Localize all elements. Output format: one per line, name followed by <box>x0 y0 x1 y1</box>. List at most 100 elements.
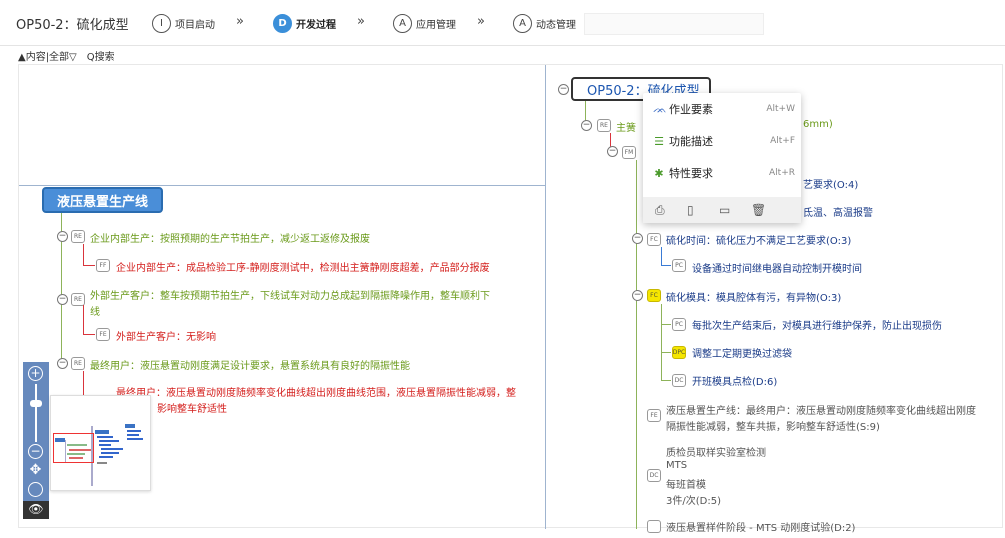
tree-line <box>83 244 84 266</box>
tree-node[interactable]: 质检员取样实验室检测 <box>666 448 766 459</box>
node-tag: FC <box>647 233 661 246</box>
minimap-preview <box>55 424 143 486</box>
tree-node-wrap: 线 <box>90 307 100 318</box>
root-node-left[interactable]: 液压悬置生产线 <box>42 187 163 213</box>
chevron-right-icon: » <box>357 14 365 29</box>
step-project-start[interactable]: I 项目启动 <box>152 12 215 34</box>
step-dynamic[interactable]: A 动态管理 <box>513 12 576 34</box>
context-menu: ᨏ 作业要素 Alt+W ☰ 功能描述 Alt+F ✱ 特性要求 Alt+R ⎙… <box>643 93 801 223</box>
content-filter-dropdown[interactable]: ▲内容|全部▽ <box>18 51 77 63</box>
tree-node[interactable]: 企业内部生产：按照预期的生产节拍生产，减少返工返修及报废 <box>90 234 370 245</box>
step-label: 项目启动 <box>175 19 215 31</box>
zoom-slider-track[interactable] <box>35 384 37 442</box>
node-tag: FM <box>622 146 636 159</box>
menu-item-label: 功能描述 <box>669 135 713 148</box>
node-tag: FF <box>96 259 110 272</box>
tree-line <box>661 304 662 380</box>
node-tag: RE <box>597 119 611 132</box>
tree-node[interactable]: 硫化模具：模具腔体有污，有异物(O:3) <box>666 293 842 304</box>
collapse-icon[interactable]: − <box>57 231 68 242</box>
header-input[interactable] <box>584 13 764 35</box>
tree-node[interactable]: 液压悬置生产线：最终用户：液压悬置动刚度随频率变化曲线超出刚度 <box>666 406 976 417</box>
collapse-icon[interactable]: − <box>57 294 68 305</box>
fit-view-icon[interactable] <box>28 482 43 497</box>
delete-icon[interactable]: 🗑 <box>751 203 767 217</box>
tree-node-wrap: 影响整车舒适性 <box>157 404 227 415</box>
tree-node-line: 3件/次(D:5) <box>666 496 721 507</box>
tree-node[interactable]: 最终用户：液压悬置动刚度满足设计要求，悬置系统具有良好的隔振性能 <box>90 361 410 372</box>
collapse-icon[interactable]: − <box>632 290 643 301</box>
list-icon: ☰ <box>654 134 664 148</box>
tree-node[interactable]: 艺要求(O:4) <box>803 180 859 191</box>
menu-item-characteristic[interactable]: ✱ 特性要求 Alt+R <box>643 159 801 187</box>
tree-line <box>661 247 662 266</box>
tree-node[interactable]: 每批次生产结束后，对模具进行维护保养，防止出现损伤 <box>692 321 942 332</box>
tree-line <box>661 352 671 353</box>
tree-node-line: 每班首模 <box>666 480 706 491</box>
move-icon[interactable]: ✥ <box>29 462 42 478</box>
page-title: OP50-2：硫化成型 <box>16 18 129 33</box>
menu-item-function-description[interactable]: ☰ 功能描述 Alt+F <box>643 127 801 155</box>
node-tag: FE <box>96 328 110 341</box>
menu-item-shortcut: Alt+W <box>766 104 795 114</box>
menu-item-work-element[interactable]: ᨏ 作业要素 Alt+W <box>643 95 801 123</box>
cut-icon[interactable]: ⎙ <box>655 202 665 217</box>
node-tag: FE <box>647 409 661 422</box>
minimap[interactable] <box>50 395 151 491</box>
node-tag: RE <box>71 230 85 243</box>
zoom-slider-handle[interactable] <box>30 400 42 407</box>
step-circle-icon: D <box>273 13 292 33</box>
tree-node[interactable]: 主簧 <box>616 123 636 134</box>
eye-icon[interactable]: 👁 <box>23 501 49 519</box>
collapse-icon[interactable]: − <box>581 120 592 131</box>
tree-line <box>661 265 671 266</box>
collapse-icon[interactable]: − <box>558 84 569 95</box>
zoom-out-icon[interactable]: − <box>28 444 43 459</box>
menu-item-shortcut: Alt+F <box>770 136 795 146</box>
tree-node[interactable]: 设备通过时间继电器自动控制开模时间 <box>692 264 862 275</box>
step-application[interactable]: A 应用管理 <box>393 12 456 34</box>
tree-node[interactable]: 调整工定期更换过滤袋 <box>692 349 792 360</box>
tree-node[interactable]: 最终用户：液压悬置动刚度随频率变化曲线超出刚度曲线范围，液压悬置隔振性能减弱，整 <box>116 388 516 399</box>
step-label: 应用管理 <box>416 19 456 31</box>
zoom-in-icon[interactable]: + <box>28 366 43 381</box>
node-tag: PC <box>672 259 686 272</box>
tree-node-line: MTS <box>666 460 688 471</box>
node-tag: DC <box>672 374 686 387</box>
hierarchy-icon: ᨏ <box>653 102 667 115</box>
tree-line <box>585 101 586 121</box>
tree-line <box>83 371 84 395</box>
step-development[interactable]: D 开发过程 <box>273 12 336 34</box>
copy-icon[interactable]: ▯ <box>687 203 694 217</box>
menu-item-label: 特性要求 <box>669 167 713 180</box>
mindmap-canvas[interactable]: 液压悬置生产线 − RE 企业内部生产：按照预期的生产节拍生产，减少返工返修及报… <box>18 64 1003 534</box>
search-button[interactable]: Q搜索 <box>86 51 115 63</box>
tree-line <box>636 160 637 529</box>
tree-node[interactable]: 开班模具点检(D:6) <box>692 377 778 388</box>
menu-item-shortcut: Alt+R <box>769 168 795 178</box>
tree-node[interactable]: 液压悬置样件阶段 - MTS 动刚度试验(D:2) <box>666 523 856 534</box>
node-tag: PC <box>672 318 686 331</box>
zoom-panel: + − ✥ <box>23 362 49 519</box>
node-tag: RE <box>71 293 85 306</box>
pane-divider <box>545 65 546 529</box>
connector-line <box>19 185 545 186</box>
chevron-right-icon: » <box>477 14 485 29</box>
tree-line <box>83 305 84 335</box>
tree-node[interactable]: 氐温、高温报警 <box>803 208 873 219</box>
tree-node[interactable]: 外部生产客户：无影响 <box>116 332 216 343</box>
asterisk-icon: ✱ <box>654 166 664 180</box>
node-tag: RE <box>71 357 85 370</box>
collapse-icon[interactable]: − <box>607 146 618 157</box>
step-label: 开发过程 <box>296 19 336 31</box>
tree-line <box>661 380 671 381</box>
paste-icon[interactable]: ▭ <box>719 203 731 217</box>
tree-node[interactable]: 企业内部生产：成品检验工序-静刚度测试中，检测出主簧静刚度超差，产品部分报废 <box>116 263 490 274</box>
collapse-icon[interactable]: − <box>57 358 68 369</box>
tree-node[interactable]: 外部生产客户：整车按预期节拍生产，下线试车对动力总成起到隔振降噪作用，整车顺利下 <box>90 291 490 302</box>
node-tag <box>647 520 661 533</box>
tree-node[interactable]: 硫化时间：硫化压力不满足工艺要求(O:3) <box>666 236 852 247</box>
collapse-icon[interactable]: − <box>632 233 643 244</box>
step-circle-icon: A <box>393 13 412 33</box>
minimap-viewport[interactable] <box>53 433 94 463</box>
